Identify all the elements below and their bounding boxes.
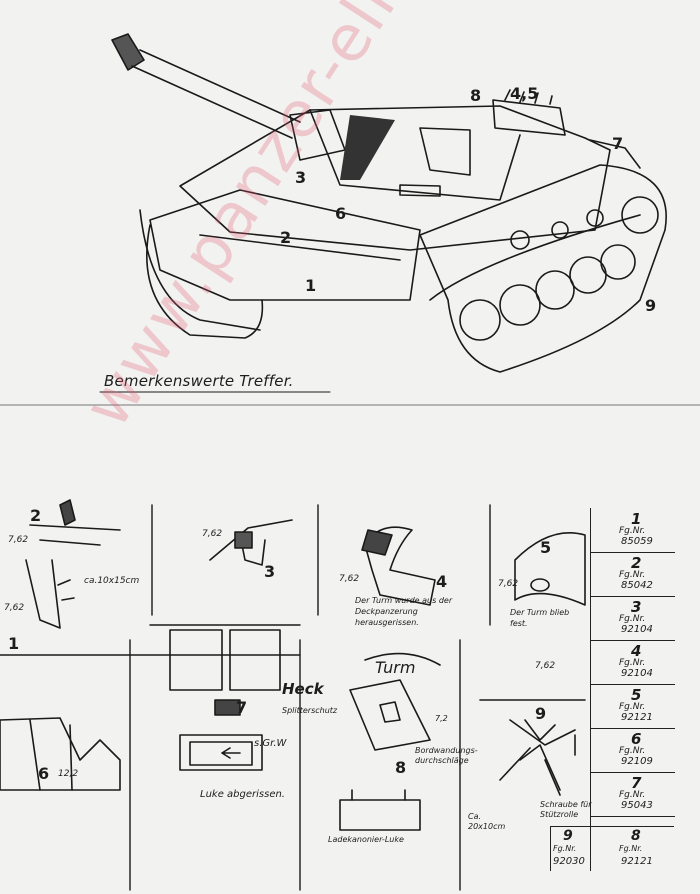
table-row: 4 Fg.Nr. 92104 [591, 640, 675, 685]
detail-9-caliber: 7,62 [535, 661, 556, 671]
callout-7: 7 [612, 134, 624, 153]
detail-5-caliber: 7,62 [498, 579, 519, 589]
detail-7-sgrw: s.Gr.W [254, 738, 287, 749]
callout-8: 8 [470, 86, 482, 105]
detail-8-caliber: 7,2 [435, 714, 448, 723]
detail-4-caliber: 7,62 [339, 574, 360, 584]
callout-1: 1 [305, 276, 317, 295]
detail-7-splitterschutz: Splitterschutz [282, 706, 338, 715]
table-cell-8: 8 Fg.Nr. 92121 [590, 827, 675, 871]
table-bottom-row: 9 Fg.Nr. 92030 8 Fg.Nr. 92121 [550, 826, 674, 871]
detail-6-caliber: 12,2 [58, 769, 79, 779]
detail-7-number: 7 [236, 698, 248, 717]
detail-5-number: 5 [540, 538, 552, 557]
detail-3-caliber: 7,62 [202, 529, 223, 539]
table-row: 2 Fg.Nr. 85042 [591, 552, 675, 597]
detail-6-number: 6 [38, 764, 50, 783]
detail-8-number: 8 [395, 758, 407, 777]
detail-2-caliber-2: 7,62 [4, 603, 25, 613]
detail-9-size: Ca. 20x10cm [468, 812, 506, 832]
table-row: 3 Fg.Nr. 92104 [591, 596, 675, 641]
detail-4-number: 4 [436, 572, 448, 591]
detail-4-note: Der Turm wurde aus der Deckpanzerung her… [355, 596, 453, 627]
callout-2: 2 [280, 228, 292, 247]
detail-8-turm: Turm [375, 658, 416, 677]
callout-4-5: 4,5 [510, 84, 539, 103]
detail-9-number: 9 [535, 704, 547, 723]
caption: Bemerkenswerte Treffer. [104, 372, 294, 390]
callout-9: 9 [645, 296, 657, 315]
table-cell-9: 9 Fg.Nr. 92030 [550, 827, 591, 871]
hit-number-table: 1 Fg.Nr. 85059 2 Fg.Nr. 85042 3 Fg.Nr. 9… [590, 508, 675, 864]
table-row: 6 Fg.Nr. 92109 [591, 728, 675, 773]
detail-7-luke: Luke abgerissen. [200, 789, 285, 800]
table-row: 7 Fg.Nr. 95043 [591, 772, 675, 817]
detail-8-luke: Ladekanonier-Luke [328, 835, 404, 844]
detail-2-size: ca.10x15cm [84, 576, 140, 586]
detail-2-caliber: 7,62 [8, 535, 29, 545]
detail-8-bordwand: Bordwandungs-durchschläge [415, 746, 478, 765]
detail-3-number: 3 [264, 562, 276, 581]
callout-3: 3 [295, 168, 307, 187]
detail-5-note: Der Turm blieb fest. [510, 608, 570, 628]
detail-2-number: 2 [30, 506, 42, 525]
table-row: 5 Fg.Nr. 92121 [591, 684, 675, 729]
detail-9-schraube: Schraube für Stützrolle [540, 800, 592, 820]
detail-1-number: 1 [8, 634, 20, 653]
table-row: 1 Fg.Nr. 85059 [591, 508, 675, 553]
callout-6: 6 [335, 204, 347, 223]
detail-7-heck: Heck [282, 680, 324, 698]
